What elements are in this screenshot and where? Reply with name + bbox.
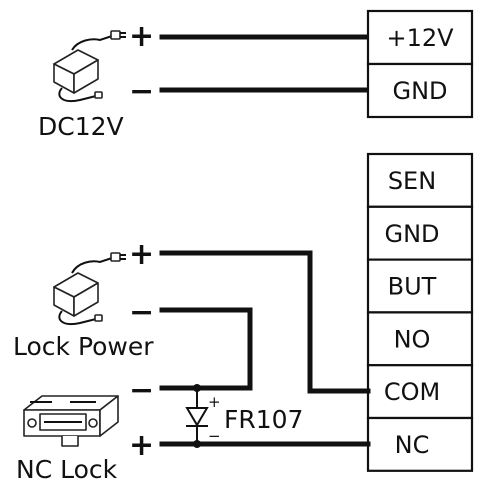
dc12v-plus-sign: + xyxy=(129,19,154,54)
lock-power-adapter-icon xyxy=(53,252,126,325)
dc12v-adapter-icon xyxy=(53,30,126,102)
diode-plus-sign: + xyxy=(208,393,221,411)
terminal-label-nc: NC xyxy=(395,431,430,459)
nc-lock-minus-sign: − xyxy=(129,373,154,408)
terminal-box-nc xyxy=(366,416,474,472)
terminal-box-gnd xyxy=(366,205,474,261)
wire-lock-power-minus-to-lock-minus xyxy=(159,307,253,391)
diode-fr107-icon xyxy=(185,384,209,448)
terminal-label-but: BUT xyxy=(388,273,437,301)
terminal-box-sen xyxy=(366,152,474,208)
nc-lock-label: NC Lock xyxy=(16,455,118,484)
lock-power-minus-sign: − xyxy=(129,295,154,330)
terminal-label-com: COM xyxy=(384,378,440,406)
terminal-box-but xyxy=(366,258,474,314)
lock-power-plus-sign: + xyxy=(129,237,154,272)
terminal-box-no xyxy=(366,311,474,367)
power-terminal-block: +12V GND xyxy=(366,9,474,119)
controller-terminal-block: SEN GND BUT NO COM NC xyxy=(366,152,474,472)
lock-power-label: Lock Power xyxy=(13,332,154,361)
nc-lock-strike-icon xyxy=(23,395,119,447)
terminal-box-gnd-top xyxy=(366,62,474,119)
terminal-label-12v: +12V xyxy=(386,24,454,52)
terminal-label-gnd-top: GND xyxy=(392,77,447,105)
diode-minus-sign: − xyxy=(208,427,221,445)
terminal-label-sen: SEN xyxy=(388,167,436,195)
terminal-box-12v xyxy=(366,9,474,66)
dc12v-label: DC12V xyxy=(38,112,124,141)
dc12v-minus-sign: − xyxy=(129,74,154,109)
terminal-label-gnd: GND xyxy=(384,220,439,248)
nc-lock-plus-sign: + xyxy=(129,428,154,463)
wire-lock-power-plus-to-com xyxy=(159,250,371,394)
terminal-box-com xyxy=(366,364,474,420)
terminal-label-no: NO xyxy=(394,325,431,353)
diode-label: FR107 xyxy=(224,405,303,434)
